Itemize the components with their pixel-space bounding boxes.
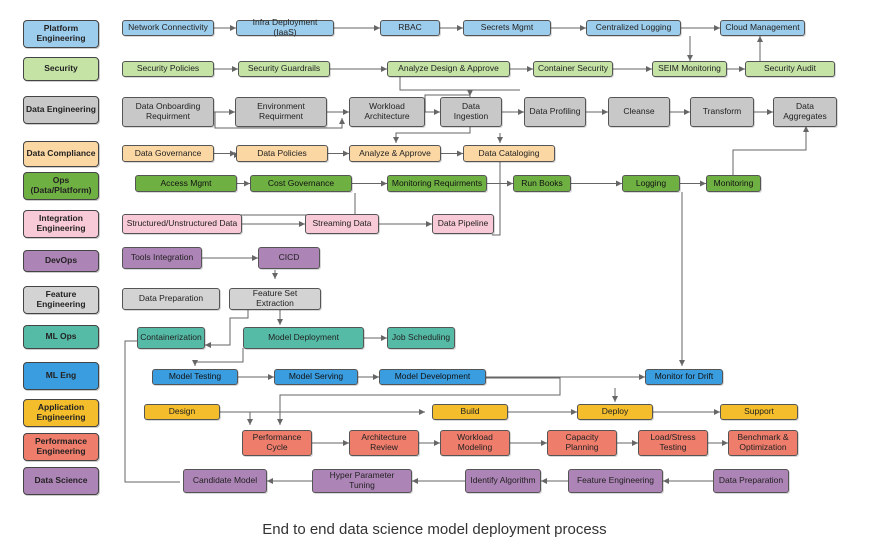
node-loadstress: Load/Stress Testing [638, 430, 708, 456]
node-logging_o: Logging [622, 175, 680, 192]
lane-label-ops: Ops (Data/Platform) [23, 172, 99, 200]
node-profiling: Data Profiling [524, 97, 586, 127]
connector-layer [124, 25, 809, 484]
node-modeltest: Model Testing [152, 369, 238, 385]
node-drift: Monitor for Drift [645, 369, 723, 385]
node-transform: Transform [690, 97, 754, 127]
lane-label-datasci: Data Science [23, 467, 99, 495]
node-modeldeploy: Model Deployment [243, 327, 364, 349]
node-seim: SEIM Monitoring [652, 61, 727, 77]
node-catalog: Data Cataloging [463, 145, 555, 162]
node-secrets: Secrets Mgmt [463, 20, 551, 36]
node-policies: Data Policies [236, 145, 328, 162]
node-capacity: Capacity Planning [547, 430, 617, 456]
node-monitoring: Monitoring [706, 175, 761, 192]
node-logging_c: Centralized Logging [586, 20, 681, 36]
node-perfcycle: Performance Cycle [242, 430, 312, 456]
node-netconn: Network Connectivity [122, 20, 214, 36]
node-secaudit: Security Audit [745, 61, 835, 77]
node-governance: Data Governance [122, 145, 214, 162]
node-secpol: Security Policies [122, 61, 214, 77]
connector [424, 90, 473, 112]
node-identify: Identify Algorithm [465, 469, 541, 493]
node-container_sec: Container Security [533, 61, 613, 77]
node-ingest: Data Ingestion [440, 97, 502, 127]
node-dataprep_f: Data Preparation [122, 288, 220, 310]
node-modeldev: Model Development [379, 369, 486, 385]
node-infra: Infra Deployment (IaaS) [236, 17, 334, 37]
node-streaming: Streaming Data [305, 214, 379, 234]
connector [171, 193, 356, 216]
lane-label-compliance: Data Compliance [23, 141, 99, 167]
node-costgov: Cost Governance [250, 175, 352, 192]
node-envreq: Environment Requirment [235, 97, 327, 127]
node-deploy: Deploy [577, 404, 653, 420]
node-analyze_sec: Analyze Design & Approve [387, 61, 510, 77]
node-featset: Feature Set Extraction [229, 288, 321, 310]
node-benchmark: Benchmark & Optimization [728, 430, 798, 456]
node-feateng: Feature Engineering [568, 469, 663, 493]
diagram-caption: End to end data science model deployment… [262, 521, 607, 538]
lane-label-perf: Performance Engineering [23, 433, 99, 461]
lane-label-platform: Platform Engineering [23, 20, 99, 48]
connector [399, 75, 520, 91]
node-aggregates: Data Aggregates [773, 97, 837, 127]
connector [732, 126, 809, 183]
node-build: Build [432, 404, 508, 420]
node-monreq: Monitoring Requirments [387, 175, 487, 192]
node-modelserve: Model Serving [274, 369, 358, 385]
node-tools: Tools Integration [122, 247, 202, 269]
node-design: Design [144, 404, 220, 420]
lane-label-feature: Feature Engineering [23, 286, 99, 314]
node-structured: Structured/Unstructured Data [122, 214, 242, 234]
lane-label-devops: DevOps [23, 250, 99, 272]
connector [192, 348, 244, 366]
lane-label-app: Application Engineering [23, 399, 99, 427]
lane-label-mleng: ML Eng [23, 362, 99, 390]
node-secguard: Security Guardrails [238, 61, 330, 77]
node-workload: Workload Architecture [349, 97, 425, 127]
node-support: Support [720, 404, 798, 420]
node-container: Containerization [137, 327, 205, 349]
node-cleanse: Cleanse [608, 97, 670, 127]
node-onboard: Data Onboarding Requirment [122, 97, 214, 127]
connector [124, 340, 180, 483]
connector [277, 377, 561, 425]
node-wlmodel: Workload Modeling [440, 430, 510, 456]
connector [492, 160, 501, 236]
node-archreview: Architecture Review [349, 430, 419, 456]
connector [214, 112, 345, 129]
lane-label-mlops: ML Ops [23, 325, 99, 349]
node-pipeline: Data Pipeline [432, 214, 494, 234]
lane-label-data: Data Engineering [23, 96, 99, 124]
node-cloudmgmt: Cloud Management [720, 20, 805, 36]
node-rbac: RBAC [380, 20, 440, 36]
node-candidate: Candidate Model [183, 469, 267, 493]
node-hyper: Hyper Parameter Tuning [312, 469, 412, 493]
connector [205, 308, 249, 348]
node-jobsched: Job Scheduling [387, 327, 455, 349]
node-runbooks: Run Books [513, 175, 571, 192]
node-cicd: CICD [258, 247, 320, 269]
node-dataprep_s: Data Preparation [713, 469, 789, 493]
node-access: Access Mgmt [135, 175, 237, 192]
lane-label-security: Security [23, 57, 99, 81]
lane-label-integration: Integration Engineering [23, 210, 99, 238]
node-analyze_comp: Analyze & Approve [349, 145, 441, 162]
